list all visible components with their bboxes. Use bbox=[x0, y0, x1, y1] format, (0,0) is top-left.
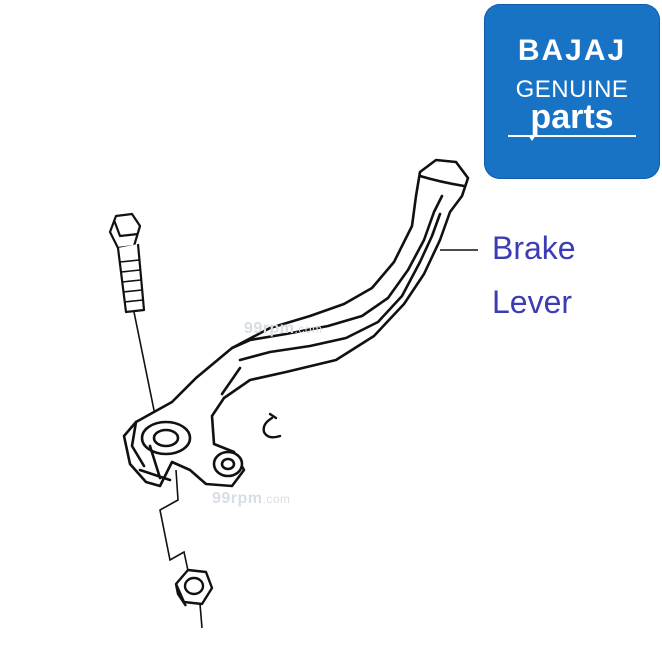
logo-underline bbox=[508, 135, 636, 137]
watermark-1: 99rpm.com bbox=[244, 320, 323, 338]
nut-icon bbox=[174, 568, 214, 607]
lever-icon bbox=[122, 158, 470, 488]
watermark-2-main: 99rpm bbox=[212, 490, 263, 507]
bajaj-genuine-parts-logo: BAJAJ GENUINE parts bbox=[484, 4, 660, 179]
callout-label-line-2: Lever bbox=[492, 284, 573, 320]
logo-parts-text: parts bbox=[530, 98, 614, 136]
callout-label-line-1: Brake bbox=[492, 230, 576, 266]
watermark-2: 99rpm.com bbox=[212, 490, 291, 508]
logo-tick-mark bbox=[528, 135, 536, 141]
assembly-axis-line bbox=[133, 311, 203, 629]
clip-icon bbox=[262, 412, 282, 439]
bolt-icon bbox=[108, 212, 146, 314]
logo-brand-text: BAJAJ bbox=[517, 34, 627, 67]
watermark-1-suffix: .com bbox=[294, 322, 323, 336]
logo-genuine-text: GENUINE bbox=[515, 76, 629, 103]
watermark-1-main: 99rpm bbox=[244, 320, 295, 337]
watermark-2-suffix: .com bbox=[262, 492, 291, 506]
